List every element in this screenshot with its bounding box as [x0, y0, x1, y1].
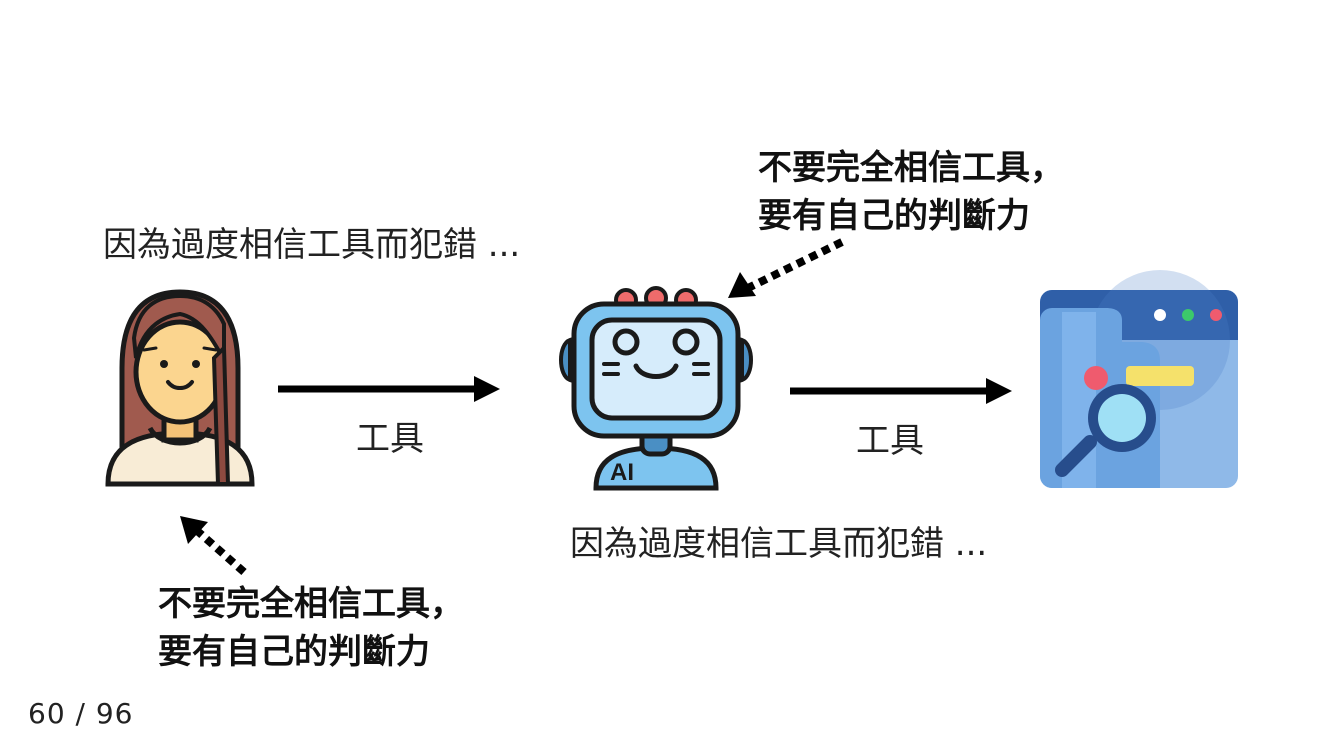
arrow-robot-to-browser [790, 378, 1012, 404]
ai-robot-icon: AI [559, 286, 753, 491]
arrow-woman-to-robot [278, 376, 500, 402]
robot-ai-badge: AI [610, 459, 634, 486]
advice-bottom: 不要完全相信工具， 要有自己的判斷力 [158, 580, 464, 676]
advice-top: 不要完全相信工具， 要有自己的判斷力 [758, 144, 1064, 240]
page-number: 60 / 96 [28, 697, 134, 730]
dotted-arrow-advice-to-woman [180, 516, 247, 576]
advice-top-line1: 不要完全相信工具， [758, 148, 1064, 188]
dotted-arrow-advice-to-robot [728, 238, 844, 298]
advice-top-line2: 要有自己的判斷力 [758, 196, 1030, 236]
caption-left: 因為過度相信工具而犯錯 ... [103, 225, 521, 265]
woman-avatar-icon [105, 289, 255, 487]
advice-bottom-line2: 要有自己的判斷力 [158, 632, 430, 672]
arrow-label-2: 工具 [856, 421, 924, 461]
arrow-label-1: 工具 [356, 419, 424, 459]
browser-search-icon [1040, 270, 1238, 488]
caption-right: 因為過度相信工具而犯錯 ... [570, 524, 988, 564]
advice-bottom-line1: 不要完全相信工具， [158, 584, 464, 624]
